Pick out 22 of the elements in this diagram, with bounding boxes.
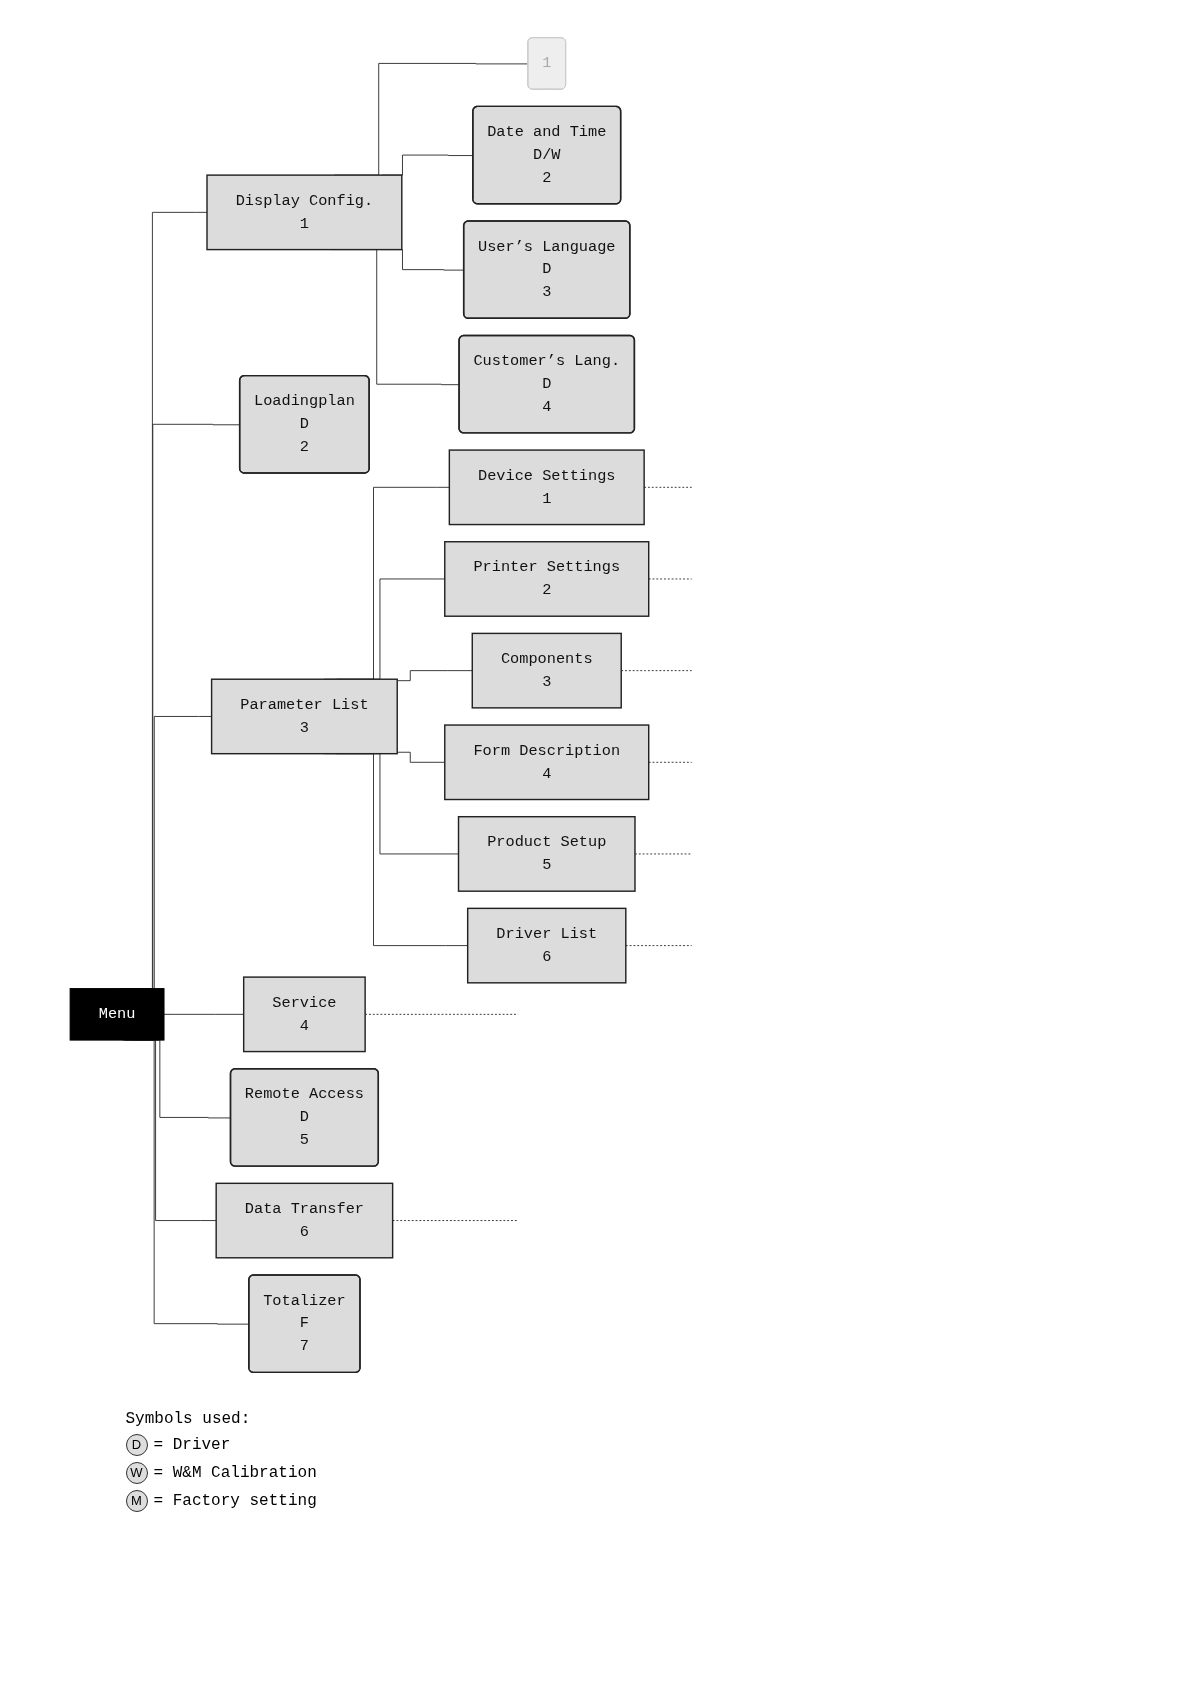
symbol-letter: M: [125, 1490, 148, 1512]
node-box: Form Description 4: [443, 724, 649, 801]
node-box: Driver List 6: [466, 907, 627, 984]
node-box: Printer Settings 2: [443, 541, 649, 617]
legend-heading: Symbols used:: [125, 1410, 251, 1428]
symbol-letter: D: [125, 1434, 148, 1456]
node-box: Components 3: [471, 632, 622, 709]
node-box: Display Config. 1: [205, 174, 402, 251]
legend-text: = W&M Calibration: [153, 1464, 317, 1482]
node-box: Menu: [69, 988, 164, 1041]
symbol-letter: W: [125, 1462, 148, 1484]
node-box: Parameter List 3: [210, 678, 398, 755]
legend-text: = Driver: [153, 1436, 231, 1454]
node-box: Service 4: [242, 976, 366, 1053]
legend-text: = Factory setting: [153, 1492, 317, 1510]
connector: [396, 751, 445, 763]
node-box: Product Setup 5: [457, 816, 636, 892]
connector: [163, 1013, 244, 1015]
node-box: Device Settings 1: [448, 449, 645, 526]
connector: [620, 670, 692, 672]
node-box: Data Transfer 6: [214, 1182, 393, 1259]
connector: [643, 486, 692, 488]
